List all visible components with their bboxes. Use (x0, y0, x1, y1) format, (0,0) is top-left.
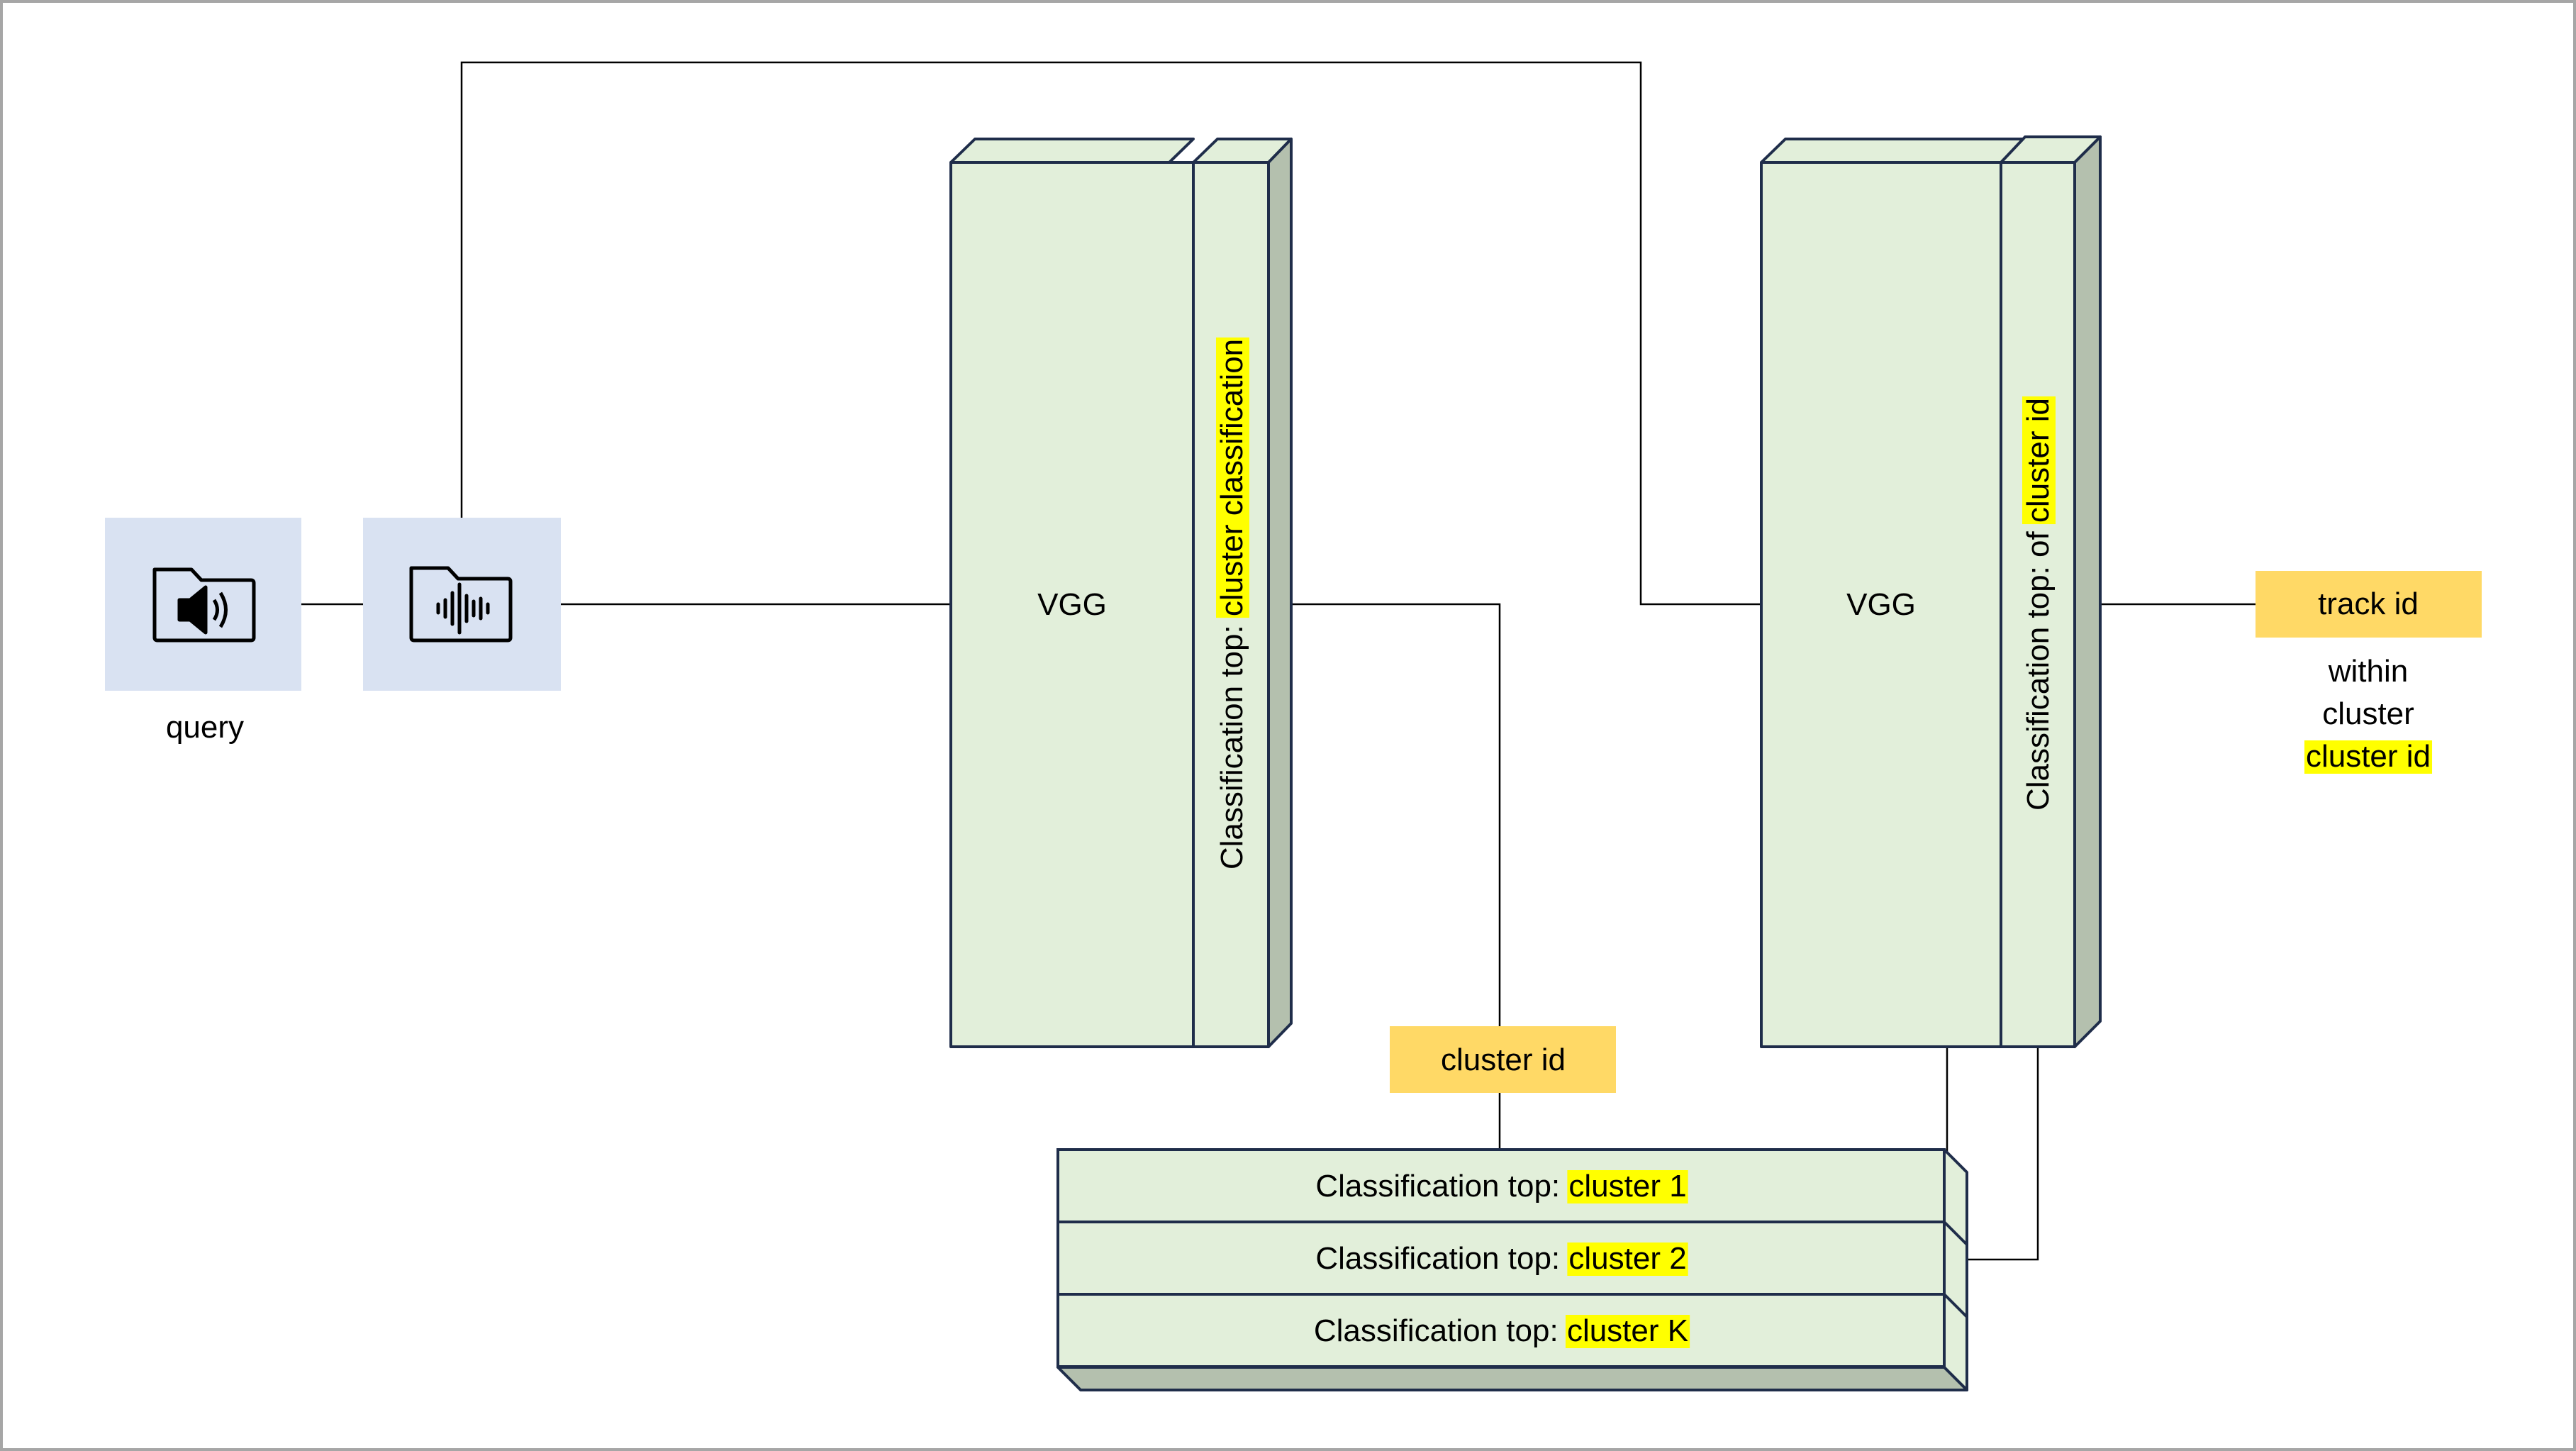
vgg-block-1[interactable] (949, 138, 1293, 1048)
head-row-box (1056, 1293, 1946, 1368)
track-note-line1: within (2328, 654, 2409, 689)
waveform-icon-box[interactable] (363, 518, 561, 691)
head-row-label: Classification top: cluster K (1314, 1313, 1688, 1348)
head-row-highlight: cluster 2 (1568, 1241, 1686, 1276)
classification-head-2[interactable]: Classification top: cluster 2 (1056, 1221, 1946, 1296)
head-row-highlight: cluster K (1567, 1313, 1688, 1348)
track-id-label: track id (2318, 586, 2419, 621)
text-highlight (1567, 1242, 1688, 1276)
vgg2-head-text: Classification top: of cluster id (2021, 396, 2056, 811)
vgg1-label: VGG (1037, 587, 1107, 622)
head-row-label: Classification top: cluster 1 (1315, 1169, 1686, 1203)
speaker-file-icon (152, 567, 256, 643)
text-highlight (2304, 740, 2433, 774)
text-highlight (1216, 337, 1249, 618)
vgg1-top-face (949, 138, 1195, 164)
svg-text:Classification top: cluster cl: Classification top: cluster classificati… (1215, 339, 1249, 869)
cluster-id-output: cluster id (1390, 1026, 1616, 1093)
text-highlight (1567, 1170, 1688, 1203)
vgg1-side-face (1267, 138, 1293, 1048)
svg-text:Classification top: of cluster: Classification top: of cluster id (2021, 398, 2056, 811)
head-row-label: Classification top: cluster 2 (1315, 1241, 1686, 1276)
text-highlight (2022, 396, 2056, 525)
head-row-prefix: Classification top: (1314, 1313, 1567, 1348)
connector-head2-to-vgg2 (1944, 1047, 2039, 1261)
vgg1-head-prefix: Classification top: (1215, 616, 1249, 869)
vgg2-top-face (1760, 138, 2026, 164)
head-row-box (1056, 1148, 1946, 1223)
head-row-highlight: cluster 1 (1568, 1169, 1686, 1203)
vgg2-side-face (2073, 135, 2102, 1048)
track-note-line2: cluster (2322, 696, 2414, 731)
heads-side-face (1943, 1148, 1968, 1391)
vgg-block-2[interactable] (1760, 135, 2102, 1048)
vgg2-head-body (2000, 161, 2076, 1048)
cluster-id-label: cluster id (1441, 1043, 1566, 1077)
vgg1-body (949, 161, 1195, 1048)
waveform-file-icon (409, 566, 513, 643)
track-note-highlight: cluster id (2306, 739, 2431, 774)
query-label: query (166, 710, 244, 745)
classification-head-1[interactable]: Classification top: cluster 1 (1056, 1148, 1946, 1223)
connector-waveform-to-vgg2 (460, 61, 1761, 606)
vgg2-head-prefix: Classification top: of (2021, 523, 2056, 811)
vgg1-head-text: Classification top: cluster classificati… (1215, 337, 1249, 869)
query-audio-icon-box[interactable]: query (105, 518, 301, 745)
vgg2-head-highlight: cluster id (2021, 398, 2056, 523)
vgg1-head-highlight: cluster classification (1215, 339, 1249, 616)
vgg2-body (1760, 161, 2002, 1048)
connector-vgg1-to-cluster-id (1269, 603, 1501, 1026)
classification-head-3[interactable]: Classification top: cluster K (1056, 1293, 1946, 1368)
text-highlight (1565, 1315, 1690, 1348)
head-row-prefix: Classification top: (1315, 1169, 1568, 1203)
heads-bottom-face (1056, 1366, 1968, 1391)
track-id-output: track id within cluster cluster id (2256, 571, 2482, 774)
classification-heads: Classification top: cluster 1Classificat… (1056, 1148, 1946, 1368)
head-row-prefix: Classification top: (1315, 1241, 1568, 1276)
vgg2-label: VGG (1846, 587, 1916, 622)
